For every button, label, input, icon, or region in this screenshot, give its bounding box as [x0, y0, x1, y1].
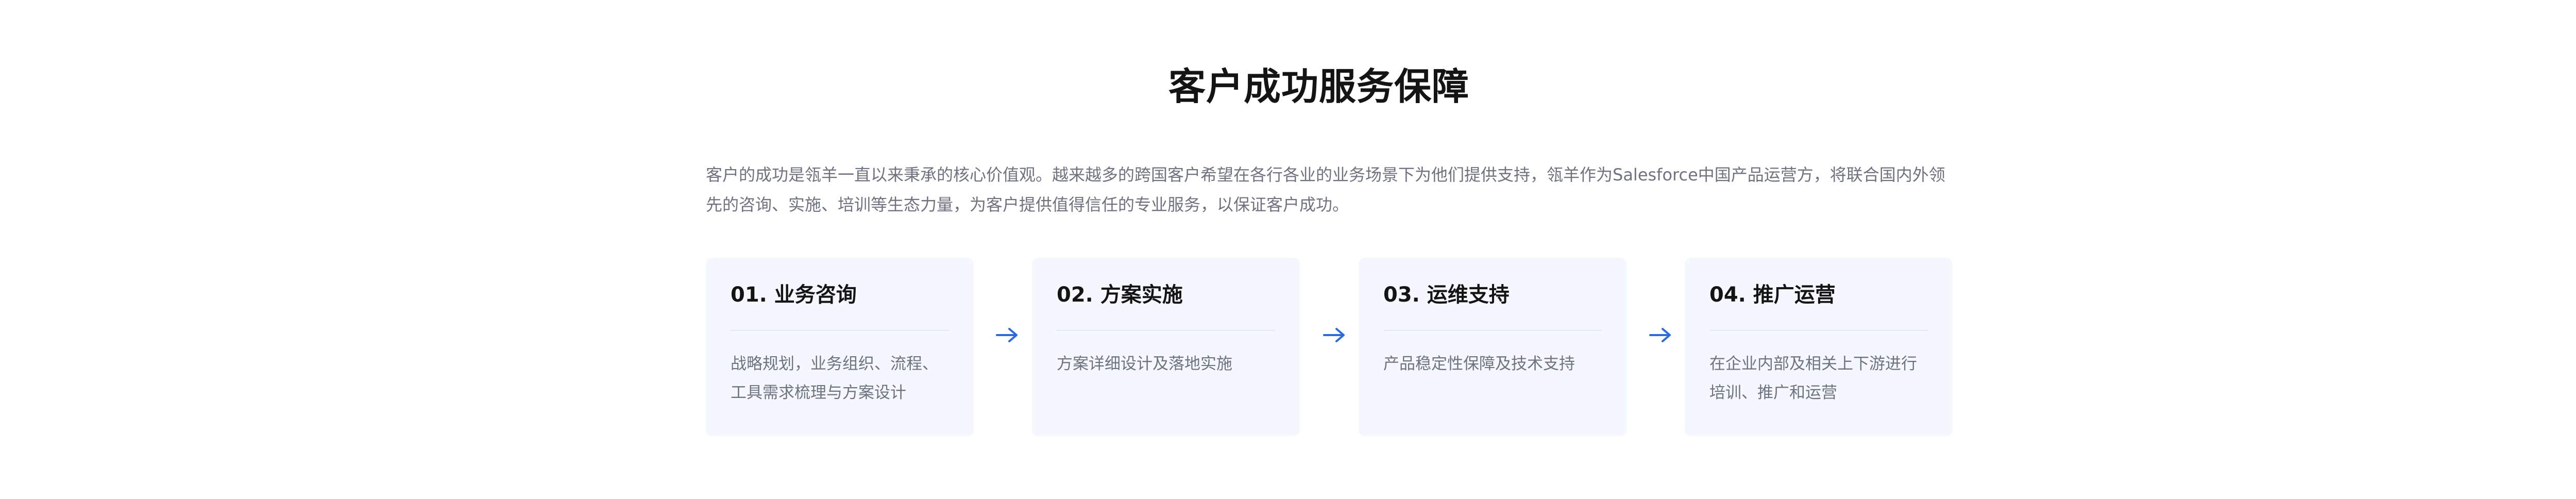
- step-description: 战略规划，业务组织、流程、工具需求梳理与方案设计: [731, 355, 938, 402]
- divider: [1709, 330, 1928, 331]
- arrow-right-icon: [1645, 320, 1702, 351]
- service-steps: 01. 业务咨询 战略规划，业务组织、流程、工具需求梳理与方案设计 02. 方案…: [706, 258, 1953, 436]
- step-title: 01. 业务咨询: [731, 283, 857, 307]
- step-card-implementation: 02. 方案实施 方案详细设计及落地实施: [1032, 258, 1300, 436]
- step-title: 03. 运维支持: [1383, 283, 1510, 307]
- step-card-operations-support: 03. 运维支持 产品稳定性保障及技术支持: [1359, 258, 1626, 436]
- divider: [1383, 330, 1602, 331]
- divider: [1057, 330, 1275, 331]
- step-description: 方案详细设计及落地实施: [1057, 355, 1232, 373]
- divider: [731, 330, 949, 331]
- section-title: 客户成功服务保障: [1168, 65, 1469, 108]
- step-description: 在企业内部及相关上下游进行培训、推广和运营: [1709, 355, 1917, 402]
- arrow-right-icon: [992, 320, 1048, 351]
- step-card-consulting: 01. 业务咨询 战略规划，业务组织、流程、工具需求梳理与方案设计: [706, 258, 974, 436]
- section-description: 客户的成功是瓴羊一直以来秉承的核心价值观。越来越多的跨国客户希望在各行各业的业务…: [706, 165, 1945, 214]
- step-title: 04. 推广运营: [1709, 283, 1836, 307]
- step-description: 产品稳定性保障及技术支持: [1383, 355, 1575, 373]
- arrow-right-icon: [1319, 320, 1376, 351]
- step-card-promotion: 04. 推广运营 在企业内部及相关上下游进行培训、推广和运营: [1685, 258, 1953, 436]
- step-title: 02. 方案实施: [1057, 283, 1183, 307]
